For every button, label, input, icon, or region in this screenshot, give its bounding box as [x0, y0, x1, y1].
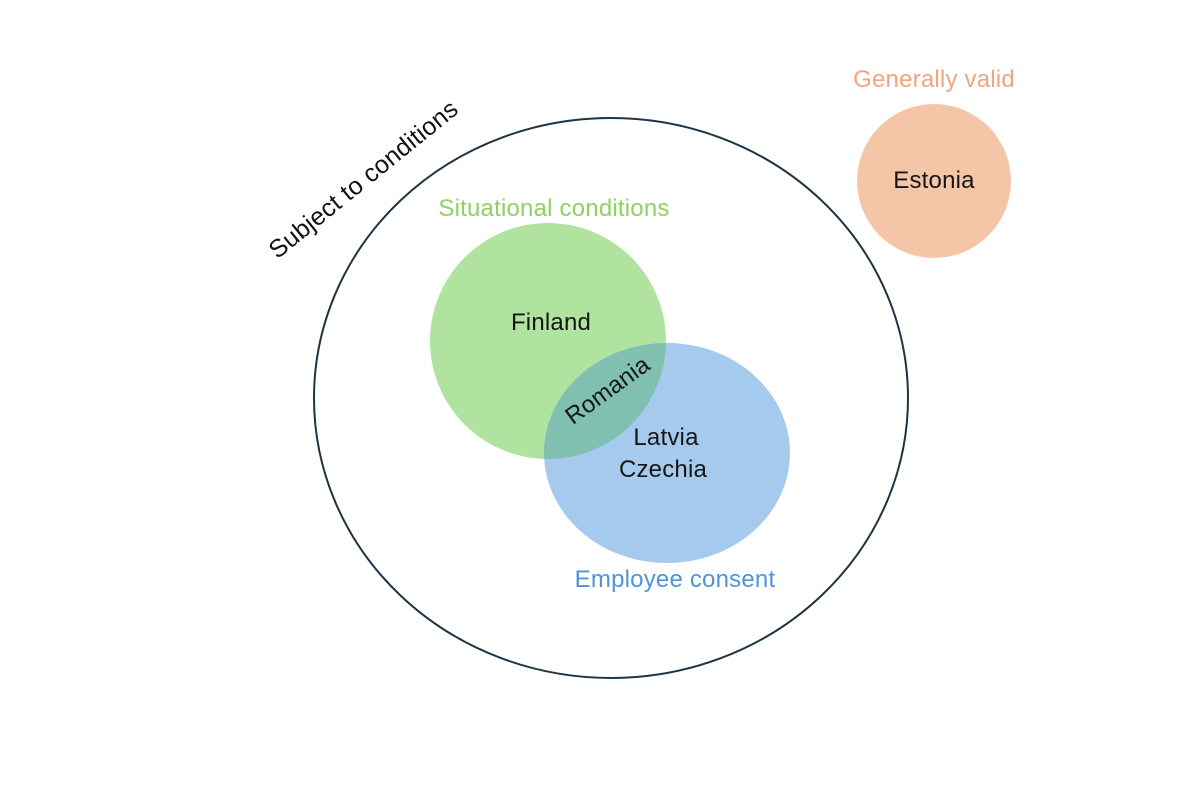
member-latvia: Latvia: [633, 424, 699, 451]
member-finland: Finland: [510, 309, 592, 336]
outer-set-circle: [313, 117, 909, 679]
member-czechia: Czechia: [618, 456, 708, 483]
generally-valid-circle: [857, 104, 1011, 258]
generally-valid-label: Generally valid: [853, 66, 1015, 93]
employee-set-label: Employee consent: [574, 566, 776, 593]
situational-set-label: Situational conditions: [438, 195, 670, 222]
intersection-region: [544, 343, 666, 459]
member-estonia: Estonia: [893, 167, 975, 194]
